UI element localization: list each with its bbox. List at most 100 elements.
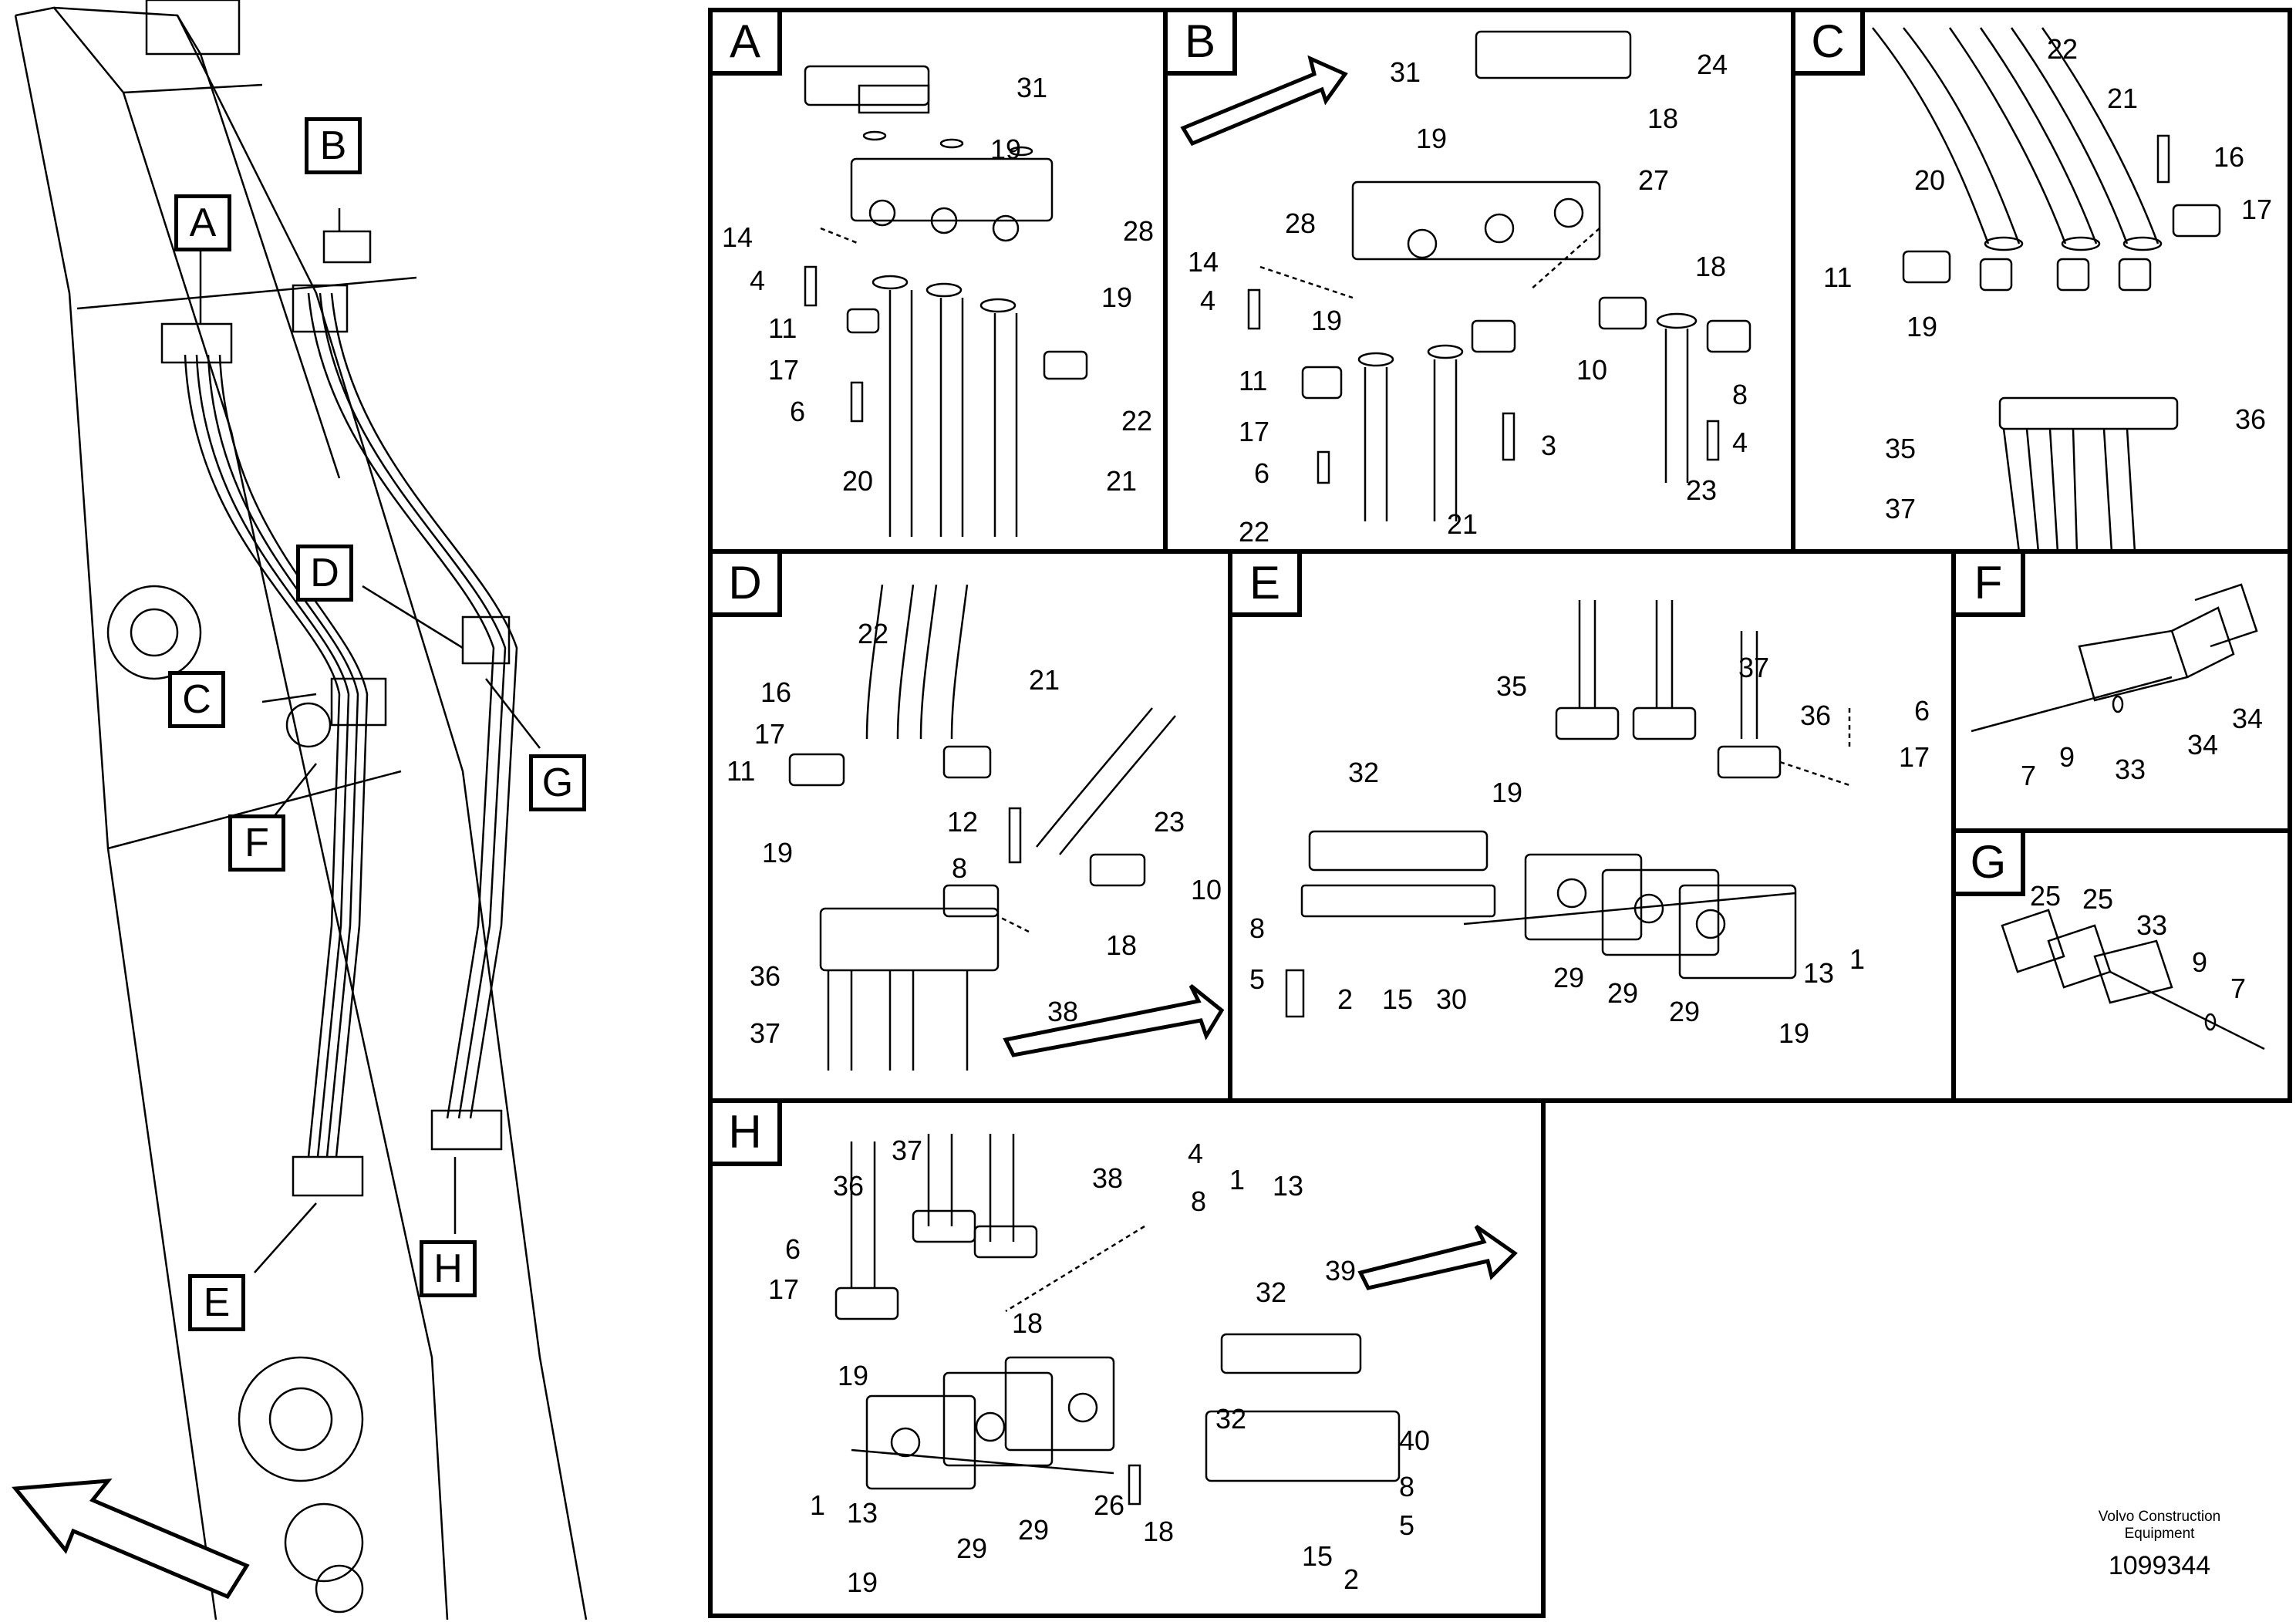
panel-f-tag: F bbox=[1956, 554, 2025, 617]
part-label: 11 bbox=[727, 755, 756, 787]
panel-g-tag: G bbox=[1956, 833, 2025, 896]
panel-c-tag: C bbox=[1795, 12, 1865, 76]
part-label: 37 bbox=[1738, 652, 1770, 683]
overview-callout-h[interactable]: H bbox=[420, 1240, 477, 1297]
detail-panel-e: E 35 37 36 6 17 32 19 8 5 2 15 30 29 29 … bbox=[1228, 549, 1956, 1103]
part-label: 33 bbox=[2136, 909, 2168, 941]
part-label: 22 bbox=[1121, 405, 1153, 437]
part-label: 19 bbox=[1101, 282, 1133, 313]
part-label: 19 bbox=[990, 133, 1022, 165]
part-label: 35 bbox=[1496, 670, 1528, 702]
part-label: 11 bbox=[1239, 365, 1268, 396]
part-label: 17 bbox=[1899, 741, 1930, 773]
part-label: 4 bbox=[1200, 285, 1216, 316]
part-label: 26 bbox=[1094, 1489, 1125, 1521]
part-label: 39 bbox=[1325, 1255, 1357, 1286]
part-label: 5 bbox=[1249, 963, 1266, 995]
detail-panel-g: G 25 25 33 9 7 bbox=[1951, 828, 2292, 1103]
part-label: 13 bbox=[847, 1497, 878, 1529]
part-label: 19 bbox=[838, 1360, 869, 1391]
part-label: 19 bbox=[847, 1566, 878, 1598]
part-label: 36 bbox=[1800, 700, 1832, 731]
part-label: 17 bbox=[2241, 194, 2273, 225]
overview-callout-d[interactable]: D bbox=[296, 545, 353, 602]
part-label: 17 bbox=[754, 718, 786, 750]
part-label: 29 bbox=[1018, 1514, 1050, 1546]
detail-panel-h: H 37 4 36 38 8 1 13 6 17 39 32 18 19 32 … bbox=[708, 1098, 1546, 1618]
part-label: 10 bbox=[1576, 354, 1608, 386]
part-label: 9 bbox=[2059, 741, 2075, 773]
part-label: 21 bbox=[1106, 465, 1138, 497]
part-label: 19 bbox=[762, 837, 794, 868]
overview-callout-c[interactable]: C bbox=[168, 671, 225, 728]
part-label: 29 bbox=[1607, 977, 1639, 1009]
part-label: 8 bbox=[1732, 379, 1748, 410]
part-label: 17 bbox=[768, 1273, 800, 1305]
part-label: 40 bbox=[1399, 1425, 1431, 1456]
overview-callout-e[interactable]: E bbox=[188, 1274, 245, 1331]
part-label: 17 bbox=[768, 354, 800, 386]
company-name-line1: Volvo Construction bbox=[2098, 1509, 2221, 1525]
panel-h-tag: H bbox=[713, 1103, 782, 1166]
part-label: 18 bbox=[1106, 929, 1138, 961]
part-label: 9 bbox=[2192, 946, 2208, 978]
part-label: 16 bbox=[2213, 141, 2245, 173]
overview-callout-a[interactable]: A bbox=[174, 194, 231, 251]
part-label: 15 bbox=[1302, 1540, 1333, 1572]
part-label: 1 bbox=[1849, 943, 1866, 975]
part-label: 27 bbox=[1638, 164, 1670, 196]
panel-a-tag: A bbox=[713, 12, 782, 76]
part-label: 22 bbox=[1239, 516, 1270, 548]
overview-callout-b[interactable]: B bbox=[305, 117, 362, 174]
part-label: 2 bbox=[1337, 983, 1354, 1015]
boom-arm-drawing bbox=[12, 0, 588, 1620]
part-label: 22 bbox=[2047, 33, 2079, 65]
part-label: 25 bbox=[2030, 880, 2062, 912]
panel-h-drawing bbox=[834, 1134, 1518, 1506]
part-label: 4 bbox=[750, 265, 766, 296]
part-label: 24 bbox=[1697, 49, 1728, 80]
part-label: 8 bbox=[1191, 1185, 1207, 1217]
panel-g-drawing bbox=[2001, 909, 2265, 1050]
overview-callout-f[interactable]: F bbox=[228, 814, 285, 872]
part-label: 1 bbox=[810, 1489, 826, 1521]
panel-a-drawing bbox=[804, 65, 1088, 537]
part-label: 8 bbox=[1249, 912, 1266, 944]
detail-panel-c: C 22 21 16 20 17 11 19 36 35 37 bbox=[1791, 8, 2292, 554]
part-label: 18 bbox=[1012, 1307, 1043, 1339]
part-label: 19 bbox=[1492, 777, 1523, 808]
overview-callout-g[interactable]: G bbox=[529, 754, 586, 811]
part-label: 34 bbox=[2187, 729, 2219, 760]
part-label: 4 bbox=[1732, 427, 1748, 458]
part-label: 19 bbox=[1778, 1017, 1810, 1049]
part-label: 32 bbox=[1215, 1403, 1247, 1435]
part-label: 17 bbox=[1239, 416, 1270, 447]
part-label: 20 bbox=[1914, 164, 1946, 196]
part-label: 29 bbox=[1553, 962, 1585, 993]
part-label: 38 bbox=[1092, 1162, 1124, 1194]
part-label: 19 bbox=[1907, 311, 1938, 342]
part-label: 11 bbox=[1823, 261, 1853, 293]
part-label: 29 bbox=[1669, 996, 1701, 1027]
part-label: 21 bbox=[1447, 508, 1478, 540]
detail-panel-b: B 31 24 19 18 28 27 14 4 18 19 10 11 8 4… bbox=[1163, 8, 1795, 554]
part-label: 1 bbox=[1229, 1164, 1246, 1195]
part-label: 36 bbox=[2235, 403, 2267, 435]
drawing-footer: Volvo Construction Equipment 1099344 bbox=[2075, 1509, 2244, 1581]
detail-panel-d: D 22 21 16 17 11 12 23 8 10 19 18 36 38 … bbox=[708, 549, 1232, 1103]
part-label: 23 bbox=[1154, 806, 1185, 838]
part-label: 34 bbox=[2232, 703, 2264, 734]
panel-d-drawing bbox=[788, 584, 1225, 1071]
part-label: 7 bbox=[2021, 760, 2037, 791]
part-label: 23 bbox=[1686, 474, 1718, 506]
part-label: 8 bbox=[952, 852, 968, 884]
part-label: 7 bbox=[2230, 973, 2247, 1004]
panel-c-drawing bbox=[1872, 27, 2221, 549]
part-label: 31 bbox=[1017, 72, 1048, 103]
part-label: 21 bbox=[2107, 83, 2139, 114]
part-label: 6 bbox=[785, 1233, 801, 1265]
part-label: 28 bbox=[1123, 215, 1155, 247]
part-label: 21 bbox=[1029, 664, 1060, 696]
part-label: 19 bbox=[1416, 123, 1448, 154]
part-label: 36 bbox=[833, 1170, 865, 1202]
